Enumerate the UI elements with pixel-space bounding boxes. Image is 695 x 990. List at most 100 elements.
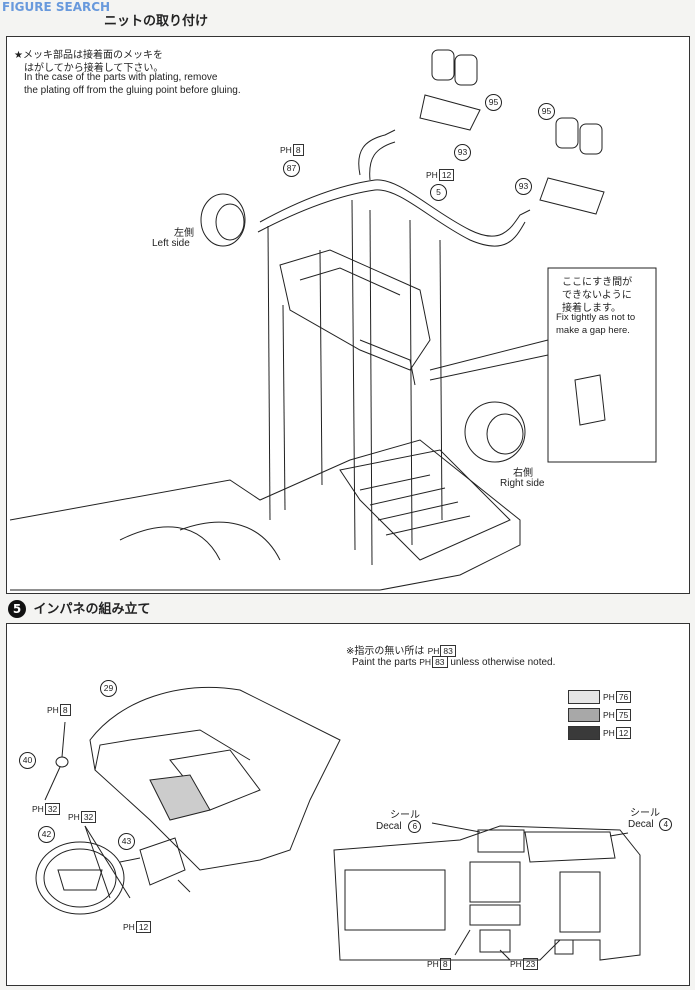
ph-prefix: PH <box>32 804 44 814</box>
ph-prefix: PH <box>603 710 615 720</box>
plating-note-en-1: In the case of the parts with plating, r… <box>24 72 218 83</box>
left-side-en: Left side <box>152 238 190 249</box>
ph-code: 32 <box>44 803 61 815</box>
ph-prefix: PH <box>603 692 615 702</box>
paint-note-en-pre: Paint the parts <box>352 657 417 668</box>
right-side-jp: 右側 <box>513 468 533 479</box>
section-4-title-text: ニットの取り付け <box>104 14 209 29</box>
paint-note-jp-text: ※指示の無い所は <box>346 646 425 657</box>
step-5-badge: 5 <box>8 600 26 618</box>
steering-wheel <box>35 841 125 915</box>
ph-code: 8 <box>292 144 304 156</box>
air-duct <box>259 179 531 237</box>
paint-note-en-post: unless otherwise noted. <box>450 657 556 668</box>
part-29: 29 <box>100 680 117 697</box>
callout-box <box>547 267 657 463</box>
ph-prefix: PH <box>68 812 80 822</box>
plating-note-en-2: the plating off from the gluing point be… <box>24 85 241 96</box>
ph-prefix: PH <box>419 657 432 667</box>
decal-left-en-text: Decal <box>376 821 402 832</box>
ph-prefix: PH <box>426 170 438 180</box>
section-5-title: 5 インパネの組み立て <box>8 598 151 618</box>
part-40: 40 <box>19 752 36 769</box>
floor-body <box>9 439 521 591</box>
decal-left-en: Decal 6 <box>376 820 422 833</box>
ph-code: 12 <box>135 921 152 933</box>
ph-prefix: PH <box>123 922 135 932</box>
cup-holder-top-left <box>419 49 481 131</box>
callout-en-2: make a gap here. <box>556 325 630 336</box>
ph-code: 76 <box>615 691 632 703</box>
callout-en-1: Fix tightly as not to <box>556 312 636 323</box>
section-4-title: ニットの取り付け <box>104 10 208 29</box>
decal-left-number: 6 <box>408 820 422 833</box>
part-5: 5 <box>430 184 447 201</box>
section-5-frame <box>6 623 690 986</box>
ph-prefix: PH <box>427 959 439 969</box>
dashboard-part <box>89 687 341 871</box>
swatch-75 <box>568 708 600 722</box>
part-93-top-left: 93 <box>454 144 471 161</box>
part-95-top-left: 95 <box>485 94 502 111</box>
left-vent <box>200 193 246 247</box>
ph-prefix: PH <box>280 145 292 155</box>
steering-column <box>119 837 191 893</box>
section-4-frame <box>6 36 690 594</box>
decal-right-en: Decal 4 <box>628 818 673 831</box>
ph-code: 12 <box>438 169 455 181</box>
part-93-top-right: 93 <box>515 178 532 195</box>
ph-code: 23 <box>522 958 539 970</box>
right-vent <box>464 401 526 463</box>
decal-right-jp: シール <box>630 808 660 819</box>
part-87: 87 <box>283 160 300 177</box>
ph-code: 12 <box>615 727 632 739</box>
part-43: 43 <box>118 833 135 850</box>
plating-note-jp-2: はがしてから接着して下さい。 <box>24 63 164 74</box>
knob-part <box>55 756 69 768</box>
decal-right-number: 4 <box>659 818 673 831</box>
part-95-top-right: 95 <box>538 103 555 120</box>
ph-prefix: PH <box>510 959 522 969</box>
right-side-en: Right side <box>500 478 545 489</box>
swatch-76 <box>568 690 600 704</box>
watermark: FIGURE SEARCH <box>2 0 110 14</box>
callout-jp-1: ここにすき間が <box>562 277 633 288</box>
dashboard-front-view <box>333 825 641 961</box>
section-4-diagram <box>9 49 657 591</box>
callout-jp-3: 接着します。 <box>562 303 621 314</box>
watermark-text: FIGURE SEARCH <box>2 0 111 14</box>
left-side-jp: 左側 <box>174 228 194 239</box>
callout-jp-2: できないように <box>562 290 632 301</box>
ph-code: 32 <box>80 811 97 823</box>
center-console-part <box>279 249 431 386</box>
ph-prefix: PH <box>603 728 615 738</box>
section-5-title-text: インパネの組み立て <box>33 602 151 617</box>
ph-code: 83 <box>432 656 448 668</box>
ph-code: 75 <box>615 709 632 721</box>
decal-right-en-text: Decal <box>628 819 654 830</box>
ph-code: 83 <box>440 645 456 657</box>
ph-code: 8 <box>59 704 71 716</box>
decal-left-jp: シール <box>390 810 420 821</box>
ph-prefix: PH <box>427 646 440 656</box>
plating-note-jp-1: ★メッキ部品は接着面のメッキを <box>14 50 163 61</box>
cup-holder-top-right <box>539 117 605 215</box>
swatch-12 <box>568 726 600 740</box>
part-42: 42 <box>38 826 55 843</box>
ph-prefix: PH <box>47 705 59 715</box>
